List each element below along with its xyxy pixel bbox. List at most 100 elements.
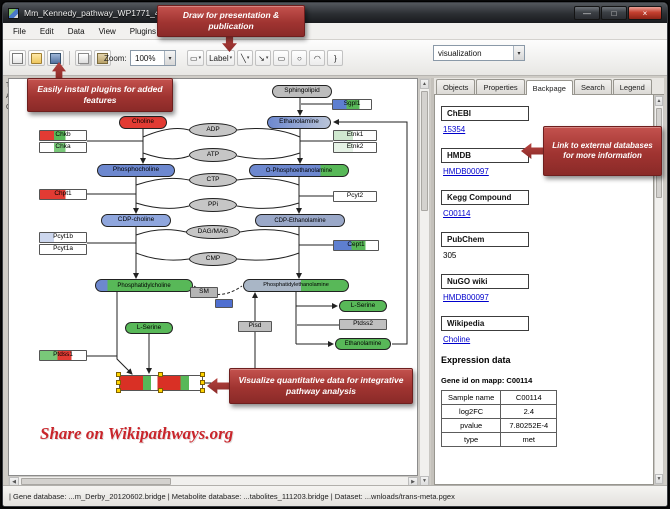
pcyt2-node[interactable]: Pcyt2: [333, 191, 377, 202]
table-cell: met: [500, 432, 558, 447]
visualization-combobox[interactable]: visualization ▾: [433, 45, 525, 61]
menu-data[interactable]: Data: [67, 26, 85, 36]
chevron-down-icon: ▾: [265, 55, 269, 61]
l-serine-right-node[interactable]: L-Serine: [339, 300, 387, 312]
pisd-node[interactable]: Pisd: [238, 321, 272, 332]
choline-node[interactable]: Choline: [119, 116, 167, 129]
arc-tool-button[interactable]: ◠: [309, 50, 326, 66]
backpage-external-link[interactable]: HMDB00097: [443, 167, 489, 176]
chkb-node[interactable]: Chkb: [39, 130, 87, 141]
minimize-button[interactable]: —: [574, 6, 600, 20]
open-button[interactable]: [28, 50, 45, 66]
canvas-vertical-scrollbar[interactable]: ▲ ▼: [419, 78, 430, 487]
datanode-tool-button[interactable]: ▭▾: [187, 50, 205, 66]
sphingolipid-node[interactable]: Sphingolipid: [272, 85, 332, 98]
selection-handle[interactable]: [158, 372, 163, 377]
line-tool-button[interactable]: ╲▾: [237, 50, 254, 66]
new-button[interactable]: [9, 50, 26, 66]
copy-icon: [78, 52, 89, 64]
maximize-button[interactable]: □: [601, 6, 627, 20]
callout-install-plugins: Easily install plugins for added feature…: [27, 78, 173, 112]
menu-edit[interactable]: Edit: [39, 26, 54, 36]
toolbar: Zoom: 100% ▾ ▭▾Label▾╲▾↘▾▭○◠} visualizat…: [3, 40, 667, 76]
selection-handle[interactable]: [200, 372, 205, 377]
table-cell: pvalue: [440, 418, 502, 433]
save-button[interactable]: [47, 50, 64, 66]
selection-handle[interactable]: [116, 388, 121, 393]
table-cell: 2.4: [500, 404, 558, 419]
phosphatidylethanolamine-node[interactable]: Phosphatidylethanolamine: [243, 279, 349, 292]
selection-handle[interactable]: [200, 380, 205, 385]
menu-view[interactable]: View: [98, 26, 116, 36]
label-tool-button[interactable]: Label▾: [206, 50, 236, 66]
cdp-choline-node[interactable]: CDP-choline: [101, 214, 171, 227]
horizontal-scroll-thumb[interactable]: [21, 478, 171, 485]
ctp-node[interactable]: CTP: [189, 173, 237, 187]
tab-search[interactable]: Search: [573, 79, 612, 94]
tab-legend[interactable]: Legend: [612, 79, 652, 94]
chka-node[interactable]: Chka: [39, 142, 87, 153]
tab-properties[interactable]: Properties: [476, 79, 525, 94]
paste-icon: [97, 52, 108, 64]
ptdss1-node[interactable]: Ptdss1: [39, 350, 87, 361]
panel-scroll-up-arrow-icon[interactable]: ▲: [655, 96, 663, 106]
backpage-external-link[interactable]: HMDB00097: [443, 293, 489, 302]
phosphatidylcholine-node[interactable]: Phosphatidylcholine: [95, 279, 193, 292]
ptdss2-node[interactable]: Ptdss2: [339, 319, 387, 330]
sm-node[interactable]: SM: [190, 287, 218, 298]
backpage-external-link[interactable]: C00114: [443, 209, 471, 218]
pcyt1a-node[interactable]: Pcyt1a: [39, 244, 87, 255]
etnk1-node[interactable]: Etnk1: [333, 130, 377, 141]
selection-handle[interactable]: [200, 388, 205, 393]
ppi-node[interactable]: PPi: [189, 198, 237, 212]
phosphocholine-node[interactable]: Phosphocholine: [97, 164, 175, 177]
tab-objects[interactable]: Objects: [436, 79, 476, 94]
backpage-value: 305: [443, 251, 457, 260]
pemt-node[interactable]: [215, 299, 233, 308]
oval-tool-button[interactable]: ○: [291, 50, 308, 66]
chevron-down-icon: ▾: [198, 55, 202, 61]
chpt1-node[interactable]: Chpt1: [39, 189, 87, 200]
backpage-external-link[interactable]: Choline: [443, 335, 471, 344]
menu-file[interactable]: File: [13, 26, 26, 36]
backpage-external-link[interactable]: 15354: [443, 125, 466, 134]
copy-button[interactable]: [75, 50, 92, 66]
o-phosphoethanolamine-node[interactable]: O-Phosphoethanolamine: [249, 164, 349, 177]
adp-node[interactable]: ADP: [189, 123, 237, 137]
vertical-scroll-thumb[interactable]: [421, 91, 428, 211]
table-cell: C00114: [500, 390, 558, 405]
arrow-line-tool-button[interactable]: ↘▾: [255, 50, 272, 66]
zoom-dropdown-arrow[interactable]: ▾: [164, 51, 175, 65]
window-titlebar[interactable]: Mm_Kennedy_pathway_WP1771_45176.gp — □ ×: [3, 3, 667, 23]
selection-handle[interactable]: [158, 388, 163, 393]
etnk2-node[interactable]: Etnk2: [333, 142, 377, 153]
rectangle-tool-button[interactable]: ▭: [273, 50, 290, 66]
scroll-up-arrow-icon[interactable]: ▲: [420, 79, 429, 89]
ethanolamine-bottom-node[interactable]: Ethanolamine: [335, 338, 391, 350]
atp-node[interactable]: ATP: [189, 148, 237, 162]
selection-handle[interactable]: [116, 380, 121, 385]
panel-splitter[interactable]: [431, 78, 434, 487]
tab-backpage[interactable]: Backpage: [525, 80, 573, 95]
paste-button[interactable]: [94, 50, 111, 66]
dag-mag-node[interactable]: DAG/MAG: [186, 225, 240, 239]
menu-plugins[interactable]: Plugins: [129, 26, 157, 36]
zoom-combobox[interactable]: 100% ▾: [130, 50, 176, 66]
ethanolamine-top-node[interactable]: Ethanolamine: [267, 116, 331, 129]
cept1-node[interactable]: Cept1: [333, 240, 379, 251]
selection-handle[interactable]: [116, 372, 121, 377]
panel-scroll-down-arrow-icon[interactable]: ▼: [655, 474, 663, 484]
pcyt1b-node[interactable]: Pcyt1b: [39, 232, 87, 243]
l-serine-left-node[interactable]: L-Serine: [125, 322, 173, 334]
close-button[interactable]: ×: [628, 6, 662, 20]
visualization-dropdown-arrow[interactable]: ▾: [513, 46, 524, 60]
backpage-section-header: PubChem: [441, 232, 529, 247]
cmp-node[interactable]: CMP: [189, 252, 237, 266]
brace-tool-button[interactable]: }: [327, 50, 344, 66]
sgpl1-node[interactable]: Sgpl1: [332, 99, 372, 110]
cdp-ethanolamine-node[interactable]: CDP-Ethanolamine: [255, 214, 345, 227]
